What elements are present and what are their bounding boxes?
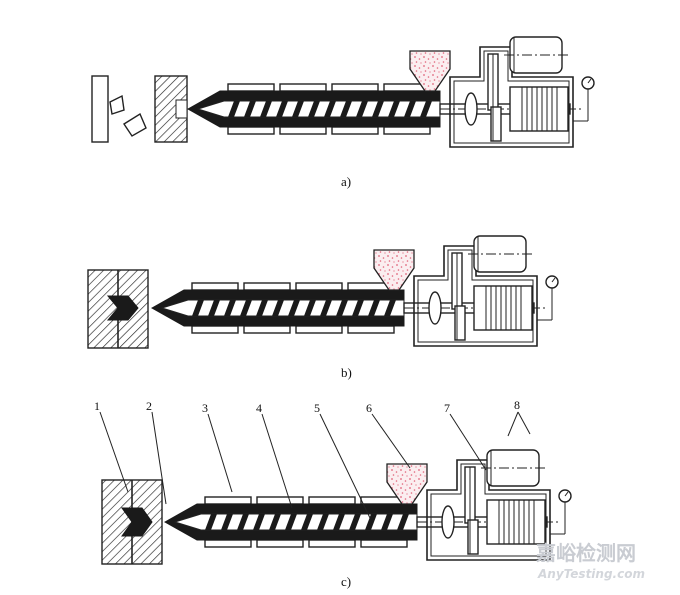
label-2: 2	[146, 399, 152, 413]
leader-lines	[99, 411, 531, 519]
label-6: 6	[366, 401, 372, 415]
watermark-cn: 嘉峪检测网	[535, 541, 636, 565]
label-5: 5	[314, 401, 320, 415]
panel-a	[91, 36, 595, 148]
label-7: 7	[444, 401, 450, 415]
caption-c: c)	[341, 574, 351, 589]
molded-part	[109, 94, 125, 115]
label-1: 1	[94, 399, 100, 413]
caption-a: a)	[341, 174, 351, 189]
panel-b	[87, 235, 559, 349]
caption-b: b)	[341, 365, 352, 380]
moving-platen	[91, 75, 109, 143]
label-4: 4	[256, 401, 262, 415]
panel-c	[101, 449, 572, 565]
label-8: 8	[514, 398, 520, 412]
label-3: 3	[202, 401, 208, 415]
watermark-en: AnyTesting.com	[537, 567, 645, 581]
watermark: 嘉峪检测网 AnyTesting.com	[535, 541, 645, 581]
